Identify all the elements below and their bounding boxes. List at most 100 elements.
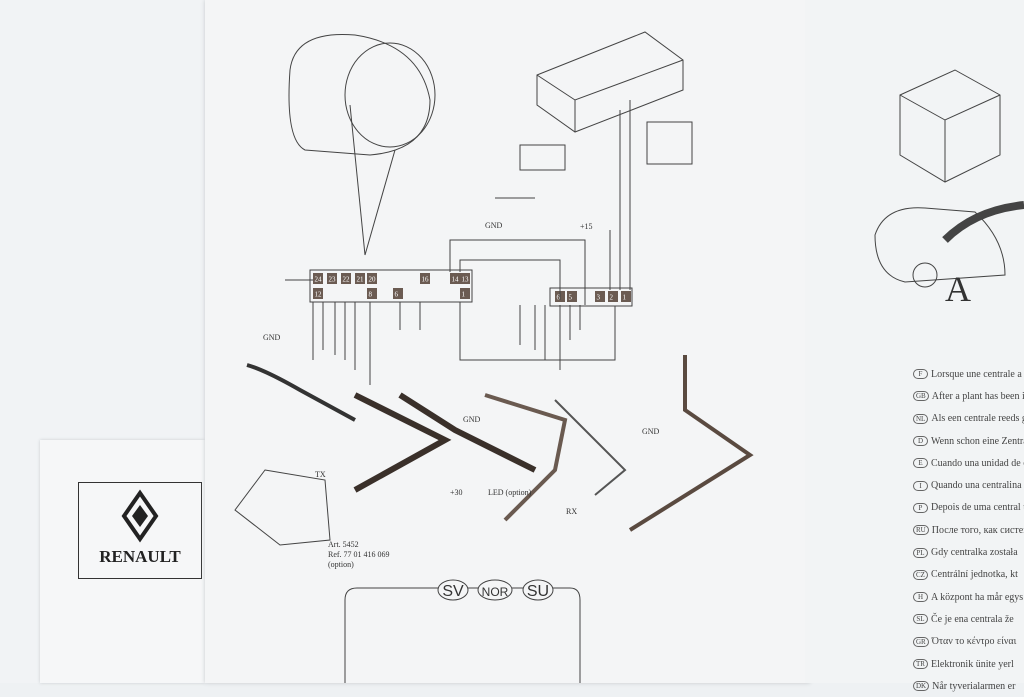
lang-badge bbox=[477, 579, 513, 601]
connector-b-pin-label: 5 bbox=[569, 294, 573, 302]
car-icon bbox=[874, 207, 1006, 283]
connector-a-bottom-pin bbox=[367, 288, 377, 299]
language-text: Όταν το κέντρο είναι bbox=[931, 636, 1017, 648]
lang-badge-label: NOR bbox=[482, 585, 509, 599]
language-code: SL bbox=[913, 614, 928, 625]
language-text: После того, как система bbox=[931, 524, 1024, 536]
language-text: Elektronik ünite yerl bbox=[931, 658, 1014, 670]
language-text: Lorsque une centrale a d bbox=[931, 368, 1024, 380]
option-label: (option) bbox=[328, 560, 354, 569]
connector-b-pin-label: 2 bbox=[610, 294, 614, 302]
language-text: Als een centrale reeds g bbox=[931, 413, 1024, 425]
connector-b-pin-label: 6 bbox=[557, 294, 561, 302]
led-label: LED (option) bbox=[488, 488, 532, 497]
language-code: GB bbox=[913, 391, 929, 402]
language-text: Når tyverialarmen er bbox=[932, 680, 1016, 692]
connector-a-top-pin bbox=[460, 273, 470, 284]
renault-card: RENAULT bbox=[40, 440, 205, 683]
language-text: Gdy centralka została bbox=[931, 547, 1018, 559]
connector-a-bottom-pin bbox=[313, 288, 323, 299]
connector-a-top-pin-label: 24 bbox=[315, 276, 323, 284]
language-code: P bbox=[913, 502, 928, 513]
ref-label: Ref. 77 01 416 069 bbox=[328, 550, 390, 559]
connector-a-top-pin bbox=[341, 273, 351, 284]
plus30-label: +30 bbox=[450, 488, 463, 497]
connector-a-top-pin-label: 14 bbox=[452, 276, 460, 284]
renault-logo: RENAULT bbox=[78, 482, 202, 579]
connector-a-bottom-pin bbox=[460, 288, 470, 299]
lang-badge bbox=[437, 579, 469, 601]
lang-badge bbox=[522, 579, 554, 601]
language-code: F bbox=[913, 369, 928, 380]
wheel-icon bbox=[912, 262, 938, 288]
rx-label: RX bbox=[566, 507, 577, 516]
tx-module-icon bbox=[234, 469, 331, 546]
control-unit-icon bbox=[536, 31, 684, 133]
gnd-label-1: GND bbox=[485, 221, 503, 230]
language-code: NL bbox=[913, 413, 929, 424]
language-code: I bbox=[913, 480, 928, 491]
language-text: Cuando una unidad de con bbox=[931, 457, 1024, 469]
connector-b-pin bbox=[621, 291, 631, 302]
language-code: TR bbox=[913, 659, 928, 669]
connector-a-top-pin-label: 22 bbox=[343, 276, 351, 284]
gnd-label-3: GND bbox=[463, 415, 481, 424]
connector-a-bottom-pin bbox=[393, 288, 403, 299]
connector-b-pin-label: 3 bbox=[597, 294, 601, 302]
siren-icon bbox=[288, 33, 436, 256]
language-code: H bbox=[913, 592, 928, 603]
connector-b-pin bbox=[608, 291, 618, 302]
connector-b-pin bbox=[567, 291, 577, 302]
connector-a-top-pin bbox=[327, 273, 337, 284]
language-text: After a plant has been in bbox=[931, 390, 1024, 402]
connector-a-bottom-pin-label: 1 bbox=[462, 291, 466, 299]
language-code: GR bbox=[913, 636, 929, 647]
lang-badge-label: SV bbox=[442, 583, 464, 600]
connector-b-pin-label: 1 bbox=[623, 294, 627, 302]
connector-a-bottom-pin-label: 8 bbox=[369, 291, 373, 299]
gnd-label-4: GND bbox=[642, 427, 660, 436]
connector-a-top-pin bbox=[420, 273, 430, 284]
language-code: PL bbox=[913, 547, 928, 558]
connector-a-top-pin bbox=[355, 273, 365, 284]
language-code: CZ bbox=[913, 569, 928, 580]
right-page-illustrations bbox=[874, 69, 1024, 288]
renault-diamond-icon bbox=[121, 489, 159, 543]
gnd-label-2: GND bbox=[263, 333, 281, 342]
figure-label: A bbox=[945, 269, 971, 309]
connector-a-top-pin-label: 20 bbox=[369, 276, 377, 284]
connector-a-top-pin bbox=[367, 273, 377, 284]
battery-icon bbox=[519, 144, 566, 171]
connector-b-pin bbox=[595, 291, 605, 302]
tx-label: TX bbox=[315, 470, 326, 479]
connector-a-top-pin bbox=[313, 273, 323, 284]
brand-name: RENAULT bbox=[99, 547, 181, 566]
connector-a-top-pin-label: 23 bbox=[329, 276, 337, 284]
language-code: RU bbox=[913, 525, 929, 536]
connector-a bbox=[309, 269, 473, 303]
connector-a-top-pin-label: 16 bbox=[422, 276, 430, 284]
switch-icon bbox=[646, 121, 693, 165]
language-text: Quando una centralina è bbox=[931, 480, 1024, 492]
language-text: Centrální jednotka, kt bbox=[931, 569, 1018, 581]
plus15-label: +15 bbox=[580, 222, 593, 231]
language-text: Če je ena centrala že bbox=[931, 613, 1014, 625]
art-label: Art. 5452 bbox=[328, 540, 359, 549]
language-text: Depois de uma central te bbox=[931, 502, 1024, 514]
